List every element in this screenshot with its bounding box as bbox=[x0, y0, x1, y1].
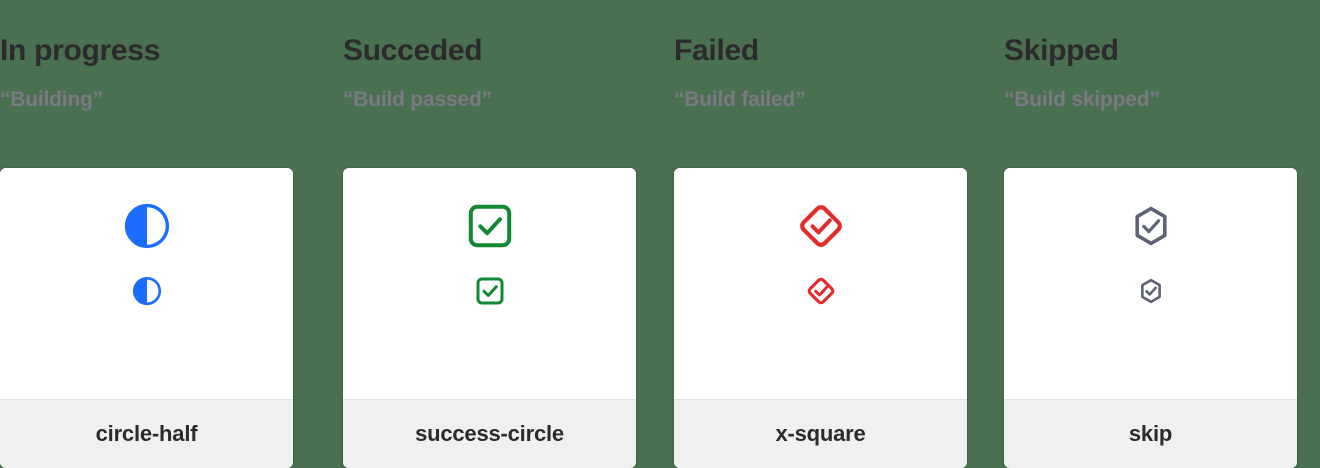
card-footer: circle-half bbox=[0, 399, 293, 468]
icon-card-circle-half[interactable]: circle-half bbox=[0, 168, 293, 468]
card-footer: skip bbox=[1004, 399, 1297, 468]
icon-name-label: skip bbox=[1128, 421, 1173, 446]
x-square-icon bbox=[797, 202, 845, 250]
card-body bbox=[343, 168, 636, 399]
page-title-failed: Failed bbox=[674, 34, 759, 67]
card-footer: success-circle bbox=[343, 399, 636, 468]
card-body bbox=[1004, 168, 1297, 399]
subtitle-skipped: “Build skipped” bbox=[1004, 88, 1160, 111]
success-circle-icon bbox=[466, 202, 514, 250]
status-column-skipped: Skipped “Build skipped” skip bbox=[990, 0, 1320, 468]
icon-name-label: circle-half bbox=[95, 421, 198, 446]
skip-icon-small bbox=[1136, 276, 1166, 306]
success-circle-icon-small bbox=[475, 276, 505, 306]
page-title-in-progress: In progress bbox=[0, 34, 161, 67]
icon-card-skip[interactable]: skip bbox=[1004, 168, 1297, 468]
page-title-skipped: Skipped bbox=[1004, 34, 1119, 67]
skip-icon bbox=[1127, 202, 1175, 250]
icon-card-x-square[interactable]: x-square bbox=[674, 168, 967, 468]
status-column-in-progress: In progress “Building” circle bbox=[0, 0, 330, 468]
icon-name-label: x-square bbox=[775, 421, 866, 446]
card-body bbox=[0, 168, 293, 399]
status-column-succeded: Succeded “Build passed” succe bbox=[330, 0, 660, 468]
circle-half-icon-small bbox=[132, 276, 162, 306]
icon-card-success-circle[interactable]: success-circle bbox=[343, 168, 636, 468]
icon-name-label: success-circle bbox=[415, 421, 564, 446]
card-footer: x-square bbox=[674, 399, 967, 468]
subtitle-failed: “Build failed” bbox=[674, 88, 806, 111]
status-column-failed: Failed “Build failed” bbox=[660, 0, 990, 468]
subtitle-succeded: “Build passed” bbox=[343, 88, 492, 111]
x-square-icon-small bbox=[806, 276, 836, 306]
card-body bbox=[674, 168, 967, 399]
subtitle-in-progress: “Building” bbox=[0, 88, 103, 111]
page-title-succeded: Succeded bbox=[343, 34, 483, 67]
circle-half-icon bbox=[123, 202, 171, 250]
